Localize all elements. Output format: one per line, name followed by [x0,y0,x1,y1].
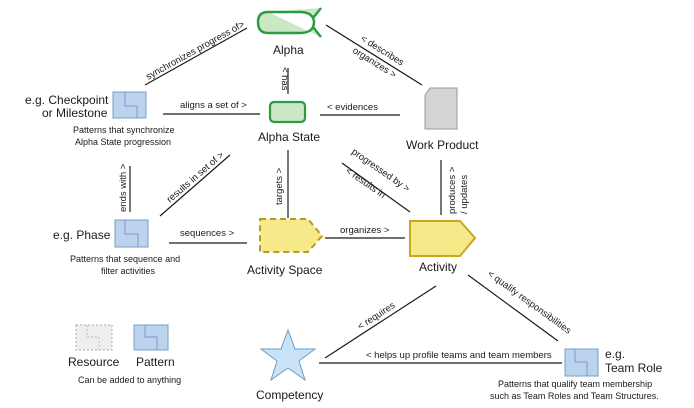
pattern-glyph [124,92,138,118]
edge-label-produces: produces > [447,166,458,214]
phase-node[interactable]: e.g. Phase Patterns that sequence and fi… [53,219,180,276]
phase-label: e.g. Phase [53,228,111,242]
phase-note-1: Patterns that sequence and [70,254,180,264]
star-icon [259,328,317,382]
edge-label-results-in-set: results in set of > [165,149,227,205]
team-role-note-1: Patterns that qualify team membership [498,379,652,389]
competency-node[interactable]: Competency [256,328,323,402]
edge-label-requires: < requires [356,300,398,333]
activity-label: Activity [419,260,457,274]
team-role-label-1: e.g. [605,347,625,361]
edge-label-ends-with: ends with > [118,163,129,212]
alpha-state-node[interactable]: Alpha State [258,100,320,144]
work-product-label: Work Product [406,138,479,152]
activity-space-node[interactable]: Activity Space [247,218,324,277]
pattern-icon [564,348,599,377]
edge-describes [325,24,423,86]
alpha-label: Alpha [273,43,304,57]
resource-icon [75,324,113,351]
edge-qualify [467,274,559,342]
edge-requires [324,285,437,359]
pattern-glyph [574,349,588,376]
legend: Resource Pattern Can be added to anythin… [68,324,181,385]
competency-label: Competency [256,388,323,402]
team-role-note-2: such as Team Roles and Team Structures. [490,391,659,401]
edge-label-targets: targets > [274,167,285,205]
team-role-label-2: Team Role [605,361,663,375]
team-role-node[interactable]: e.g. Team Role Patterns that qualify tea… [490,347,663,401]
legend-pattern-label: Pattern [136,355,175,369]
document-icon [424,87,458,130]
alpha-state-label: Alpha State [258,130,320,144]
pattern-glyph [144,325,158,350]
work-product-node[interactable]: Work Product [406,87,479,152]
activity-icon [409,220,477,257]
legend-pattern: Pattern [133,324,175,369]
edge-label-organizes: organizes > [340,225,390,236]
checkpoint-label-2: or Milestone [42,106,108,120]
edge-label-updates: / updates [459,175,470,214]
activity-space-label: Activity Space [247,263,323,277]
alpha-icon [256,7,322,38]
edge-results-in-set [159,154,231,217]
alpha-node[interactable]: Alpha [256,7,322,57]
resource-glyph [86,325,100,350]
edge-label-qualify: < qualify responsibilities [485,269,573,337]
edge-progressed-by [341,162,411,213]
pattern-icon [112,91,147,119]
activity-node[interactable]: Activity [409,220,477,274]
alpha-state-icon [268,100,307,124]
checkpoint-node[interactable]: e.g. Checkpoint or Milestone Patterns th… [25,91,175,147]
phase-note-2: filter activities [101,266,156,276]
legend-resource: Resource [68,324,120,369]
edge-synchronizes [144,27,248,86]
activity-space-icon [259,218,324,253]
legend-note: Can be added to anything [78,375,181,385]
edge-label-synchronizes: synchronizes progress of> [144,19,247,83]
checkpoint-note-1: Patterns that synchronize [73,125,175,135]
legend-resource-label: Resource [68,355,120,369]
edge-label-has: < has [279,67,290,91]
checkpoint-note-2: Alpha State progression [75,137,171,147]
edge-label-evidences: < evidences [327,102,378,113]
edge-label-aligns: aligns a set of > [180,100,247,111]
edge-label-helps: < helps up profile teams and team member… [366,350,552,361]
checkpoint-label-1: e.g. Checkpoint [25,93,109,107]
pattern-glyph [124,220,139,247]
edge-label-sequences: sequences > [180,228,235,239]
